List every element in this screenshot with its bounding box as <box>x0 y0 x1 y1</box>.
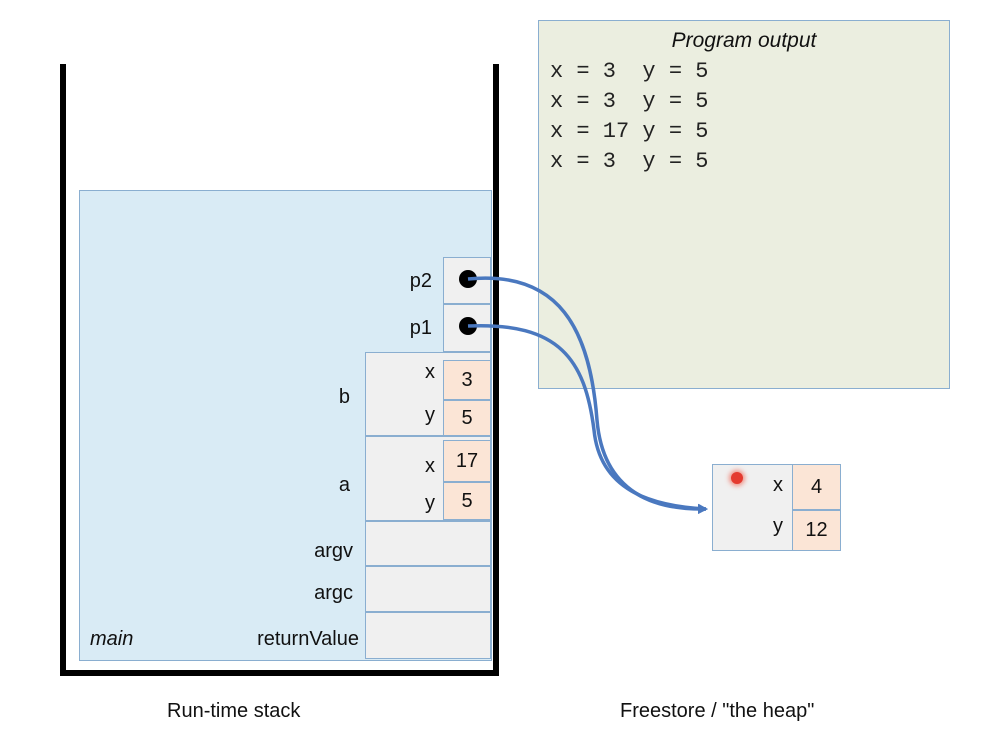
var-label-p1: p1 <box>409 317 432 339</box>
stack-wall-right <box>493 64 499 676</box>
program-output-title: Program output <box>671 29 817 52</box>
heap-field-x-label: x <box>773 474 783 496</box>
var-label-argc: argc <box>314 582 353 604</box>
stack-wall-left <box>60 64 66 676</box>
output-line-4: x = 3 y = 5 <box>550 149 709 174</box>
frame-name: main <box>90 628 134 650</box>
argv-box <box>365 521 491 566</box>
var-label-argv: argv <box>314 540 353 562</box>
caption-freestore-heap: Freestore / "the heap" <box>620 700 815 722</box>
a-field-y-label: y <box>425 492 435 514</box>
b-field-x-label: x <box>425 361 435 383</box>
a-field-x-label: x <box>425 455 435 477</box>
p1-arrow <box>467 324 708 514</box>
output-line-3: x = 17 y = 5 <box>550 119 709 144</box>
var-label-p2: p2 <box>409 270 432 292</box>
var-label-a: a <box>338 474 350 496</box>
b-x-value: 3 <box>443 360 491 400</box>
argc-box <box>365 566 491 612</box>
b-field-y-label: y <box>425 404 435 426</box>
program-output-panel: Program output x = 3 y = 5 x = 3 y = 5 x… <box>538 20 950 389</box>
a-x-value: 17 <box>443 440 491 482</box>
heap-y-value: 12 <box>792 510 841 551</box>
heap-field-y-label: y <box>773 515 783 537</box>
heap-x-value: 4 <box>792 464 841 510</box>
output-line-1: x = 3 y = 5 <box>550 59 709 84</box>
var-label-b: b <box>338 386 350 408</box>
stack-floor <box>60 670 499 676</box>
a-y-value: 5 <box>443 482 491 520</box>
returnvalue-box <box>365 612 491 659</box>
var-label-returnvalue: returnValue <box>257 628 359 650</box>
b-y-value: 5 <box>443 400 491 436</box>
caption-run-time-stack: Run-time stack <box>167 700 301 722</box>
output-line-2: x = 3 y = 5 <box>550 89 709 114</box>
red-dot-marker <box>731 472 743 484</box>
